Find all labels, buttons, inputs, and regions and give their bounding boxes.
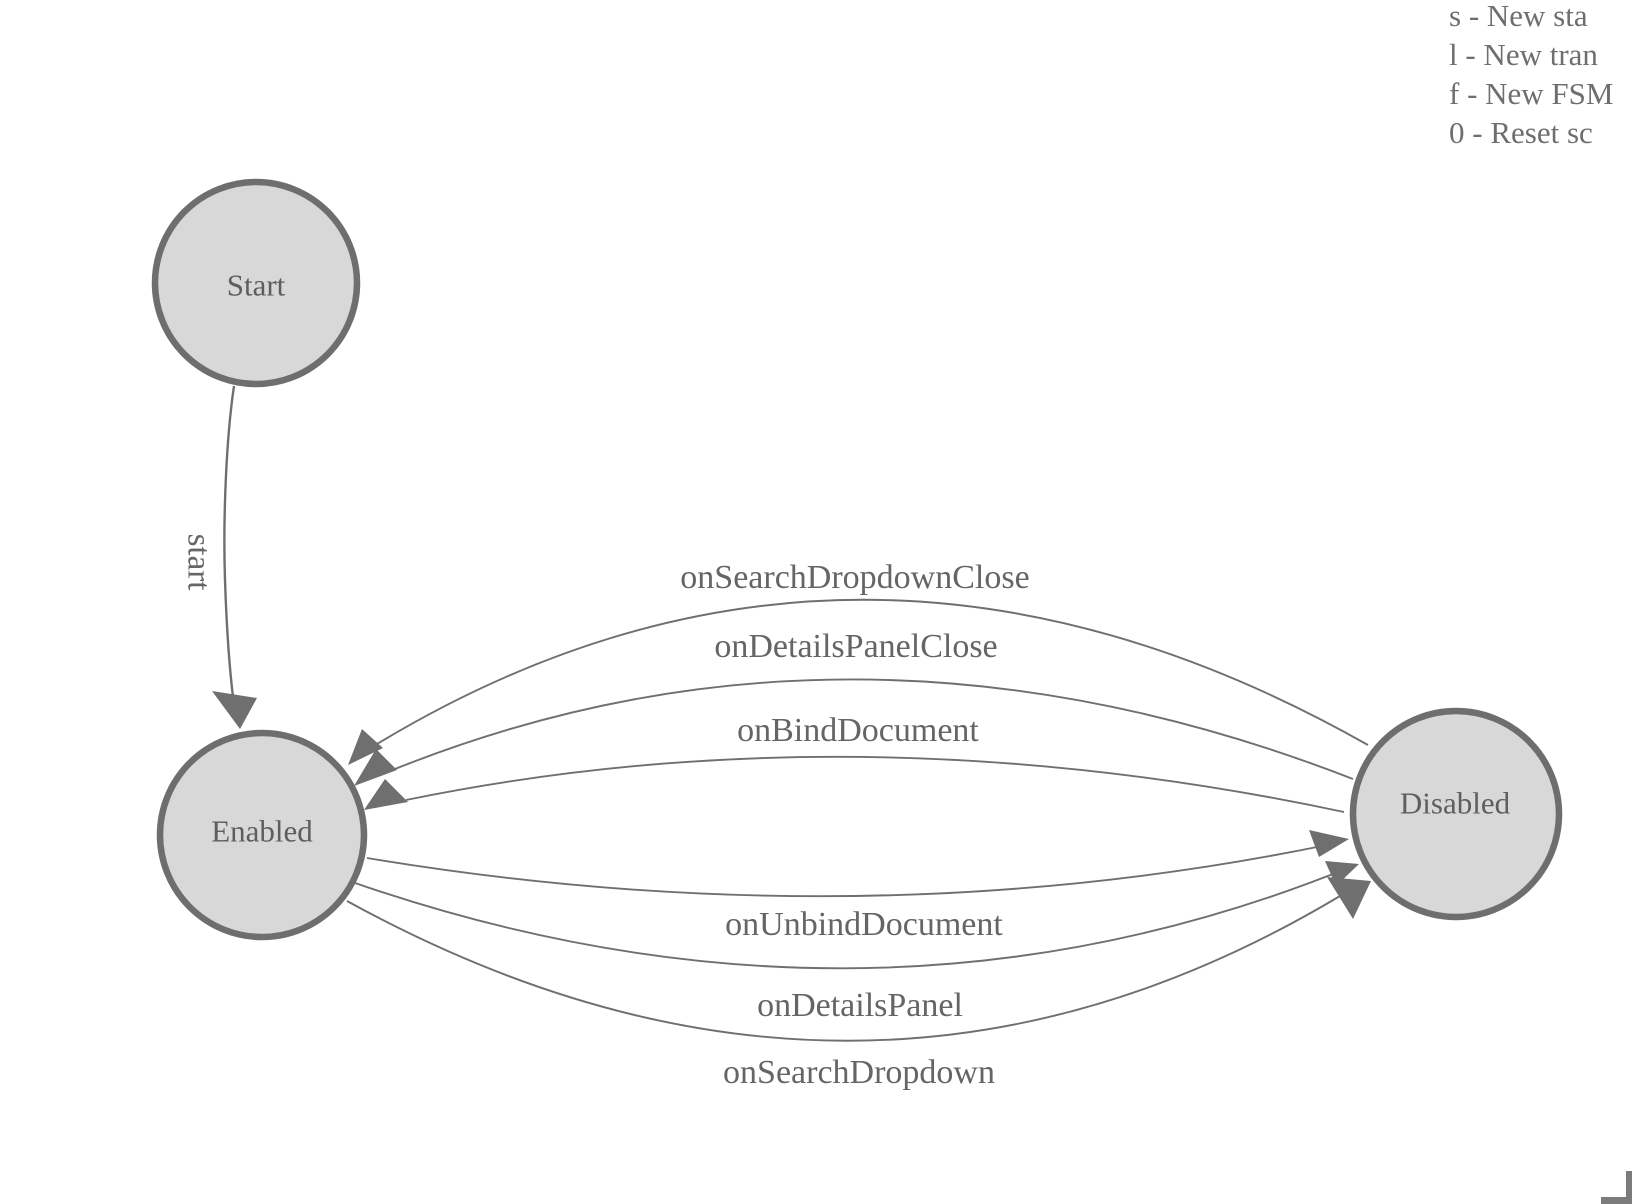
edge-onSearchDropdown-label: onSearchDropdown	[723, 1054, 995, 1091]
edge-start-label: start	[180, 533, 217, 591]
node-enabled-label: Enabled	[211, 813, 313, 849]
legend-line-reset: 0 - Reset sc	[1449, 115, 1593, 150]
edge-onDetailsPanelClose-label: onDetailsPanelClose	[714, 628, 998, 665]
node-start[interactable]	[151, 178, 361, 388]
node-enabled[interactable]	[156, 729, 368, 941]
edge-onSearchDropdownClose-label: onSearchDropdownClose	[680, 559, 1030, 596]
edge-onUnbindDocument-arrowhead-icon	[1309, 830, 1349, 857]
edge-start-path[interactable]	[223, 385, 236, 698]
node-disabled[interactable]	[1349, 707, 1563, 921]
corner-fragment-vertical	[1626, 1171, 1632, 1201]
edge-onUnbindDocument-path[interactable]	[366, 845, 1323, 898]
node-start-label: Start	[226, 267, 286, 303]
edge-onSearchDropdown-path[interactable]	[346, 895, 1341, 1042]
legend-line-new-fsm: f - New FSM	[1449, 76, 1614, 111]
edge-onBindDocument-label: onBindDocument	[737, 712, 979, 749]
edge-onSearchDropdownClose-path[interactable]	[376, 598, 1369, 746]
shortcut-legend: s - New sta l - New tran f - New FSM 0 -…	[1449, 0, 1613, 152]
edge-start-arrowhead-icon	[212, 691, 257, 729]
edge-onSearchDropdownClose-arrowhead-icon	[348, 729, 383, 765]
edge-onBindDocument-arrowhead-icon	[364, 779, 408, 810]
legend-line-new-state: s - New sta	[1449, 0, 1588, 33]
node-disabled-label: Disabled	[1399, 785, 1511, 821]
edge-onDetailsPanel-label: onDetailsPanel	[757, 987, 963, 1024]
edge-onDetailsPanelClose-arrowhead-icon	[354, 749, 397, 786]
edge-onDetailsPanel-path[interactable]	[354, 873, 1334, 970]
edge-onSearchDropdown-arrowhead-icon	[1327, 877, 1371, 919]
edge-onBindDocument-path[interactable]	[405, 755, 1345, 813]
edge-onUnbindDocument-label: onUnbindDocument	[725, 906, 1003, 943]
corner-fragment-horizontal	[1601, 1197, 1632, 1204]
legend-line-new-transition: l - New tran	[1449, 37, 1598, 72]
edge-onDetailsPanelClose-path[interactable]	[394, 678, 1354, 780]
